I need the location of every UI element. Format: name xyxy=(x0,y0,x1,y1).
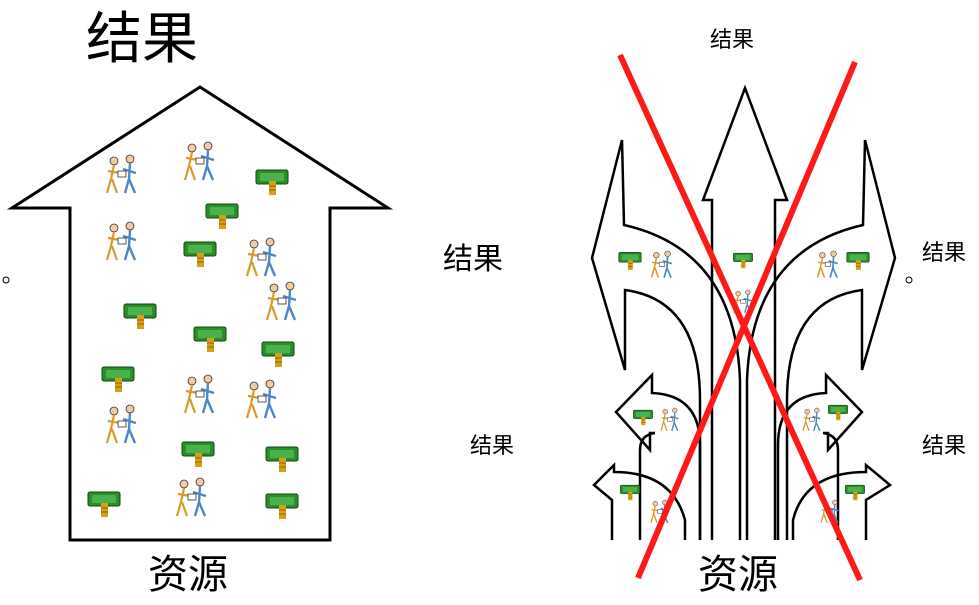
money-icon xyxy=(87,491,121,518)
money-icon xyxy=(846,252,870,271)
people-icon xyxy=(183,373,216,415)
people-icon xyxy=(245,378,278,420)
left-bullet-marker xyxy=(2,276,10,284)
people-icon xyxy=(660,407,680,432)
money-icon xyxy=(618,252,642,271)
right-big-arrow xyxy=(745,139,897,540)
left-small-arrow xyxy=(592,461,687,540)
money-icon xyxy=(733,252,753,269)
people-icon xyxy=(105,403,138,445)
cross-line-2 xyxy=(635,60,858,580)
right-small-arrow xyxy=(791,462,893,540)
money-icon xyxy=(193,326,227,353)
money-icon xyxy=(181,441,215,468)
money-icon xyxy=(101,366,135,393)
left-label-lower: 结果 xyxy=(470,434,515,459)
left-top-label: 结果 xyxy=(86,7,198,72)
money-icon xyxy=(265,493,299,520)
money-icon xyxy=(265,446,299,473)
people-icon xyxy=(105,153,138,195)
right-label-upper: 结果 xyxy=(922,241,967,266)
right-bottom-label: 资源 xyxy=(698,552,778,598)
right-mid-arrow xyxy=(776,371,864,540)
center-arrow xyxy=(701,84,789,540)
people-icon xyxy=(105,220,138,262)
money-icon xyxy=(620,484,640,501)
people-icon xyxy=(650,250,673,279)
people-icon xyxy=(816,250,839,279)
arrow-fan xyxy=(590,84,897,540)
people-icon xyxy=(265,280,298,322)
right-top-label: 结果 xyxy=(710,28,755,53)
house-arrow-outline xyxy=(6,85,394,542)
money-icon xyxy=(633,409,653,426)
money-icon xyxy=(123,303,157,330)
cross-line-1 xyxy=(617,53,863,582)
people-icon xyxy=(802,407,822,432)
right-bullet-marker xyxy=(905,276,913,284)
people-icon xyxy=(175,476,208,518)
money-icon xyxy=(205,203,239,230)
left-mid-arrow xyxy=(614,371,702,540)
money-icon xyxy=(255,169,289,196)
left-bottom-label: 资源 xyxy=(148,552,228,598)
money-icon xyxy=(261,341,295,368)
money-icon xyxy=(845,484,865,501)
money-icon xyxy=(828,404,848,421)
people-icon xyxy=(183,140,216,182)
left-big-arrow xyxy=(590,139,742,540)
left-label-upper: 结果 xyxy=(443,242,503,277)
money-icon xyxy=(183,241,217,268)
left-icon-field xyxy=(87,140,299,520)
right-label-lower: 结果 xyxy=(922,434,967,459)
people-icon xyxy=(245,236,278,278)
